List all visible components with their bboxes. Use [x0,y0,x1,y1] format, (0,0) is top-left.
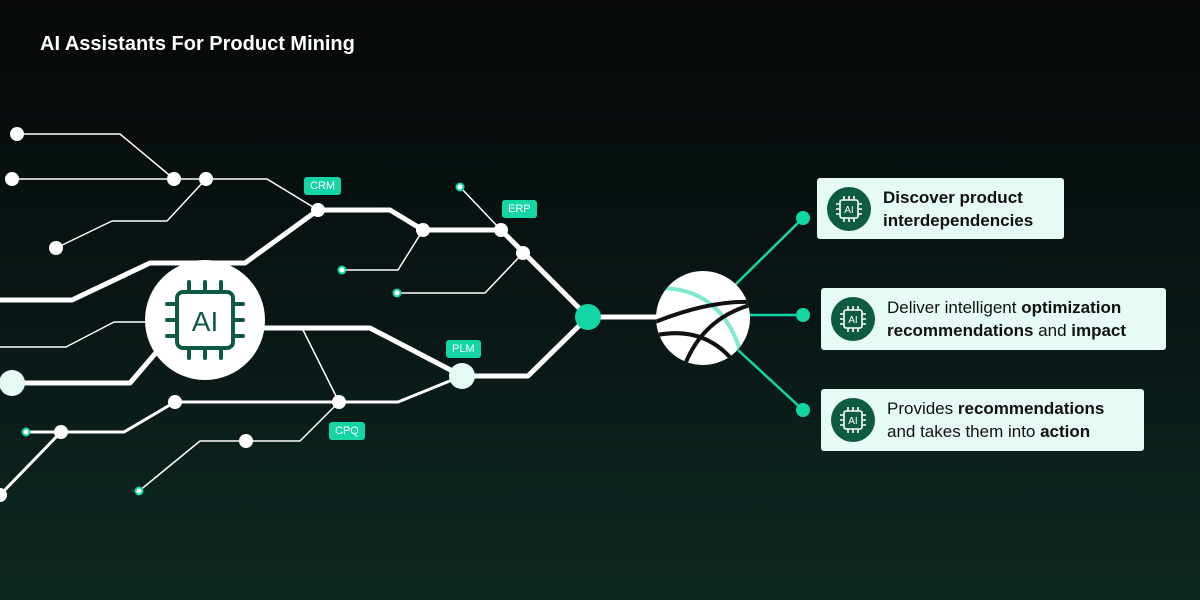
chip-icon [165,280,245,360]
ai-chip-icon: AI [827,186,871,231]
output-dot [796,403,810,417]
node [239,434,253,448]
card-text-line: Discover product [883,186,1033,209]
node [332,395,346,409]
output-lines [734,217,804,411]
text-segment: recommendations [887,321,1034,340]
node [54,425,68,439]
endpoint-nodes [21,182,465,496]
text-segment: impact [1071,321,1127,340]
text-segment: Deliver intelligent [887,298,1022,317]
text-segment: optimization [1021,298,1122,317]
nodes [0,127,530,502]
chip-label: AI [848,416,857,427]
merge-node [575,304,601,330]
text-segment: recommendations [957,399,1105,418]
ai-chip-icon: AI [831,297,875,341]
text-segment: and takes them into [887,422,1041,441]
node [0,370,25,396]
card-text: Discover product interdependencies [883,186,1033,232]
tag-plm: PLM [446,340,481,358]
node [416,223,430,237]
ai-hub: AI [145,260,265,380]
text-segment: Provides [887,399,958,418]
node [168,395,182,409]
text-segment: and [1033,321,1072,340]
node [516,246,530,260]
card-text-line: and takes them into action [887,420,1104,443]
node [49,241,63,255]
chip-label: AI [848,315,857,326]
page-title: AI Assistants For Product Mining [40,33,355,55]
hub-label: AI [192,306,218,337]
chip-label: AI [844,205,853,216]
node [10,127,24,141]
card-discover: AI Discover product interdependencies [817,178,1064,239]
ai-chip-icon: AI [831,398,875,442]
erp-node [494,223,508,237]
tag-cpq: CPQ [329,422,365,440]
node [199,172,213,186]
card-text-line: recommendations and impact [887,319,1126,342]
text-segment: interdependencies [883,210,1034,230]
plm-node [449,363,475,389]
crm-node [311,203,325,217]
card-text-line: Deliver intelligent optimization [887,296,1126,319]
tag-crm: CRM [304,177,342,195]
output-dot [796,308,810,322]
tag-erp: ERP [502,200,537,218]
text-segment: Discover product [883,187,1023,207]
output-dot [796,211,810,225]
node [167,172,181,186]
node [0,488,7,502]
card-text-line: interdependencies [883,209,1033,232]
globe-icon [656,271,750,365]
node [5,172,19,186]
text-segment: action [1040,422,1091,441]
card-text-line: Provides recommendations [887,397,1104,420]
